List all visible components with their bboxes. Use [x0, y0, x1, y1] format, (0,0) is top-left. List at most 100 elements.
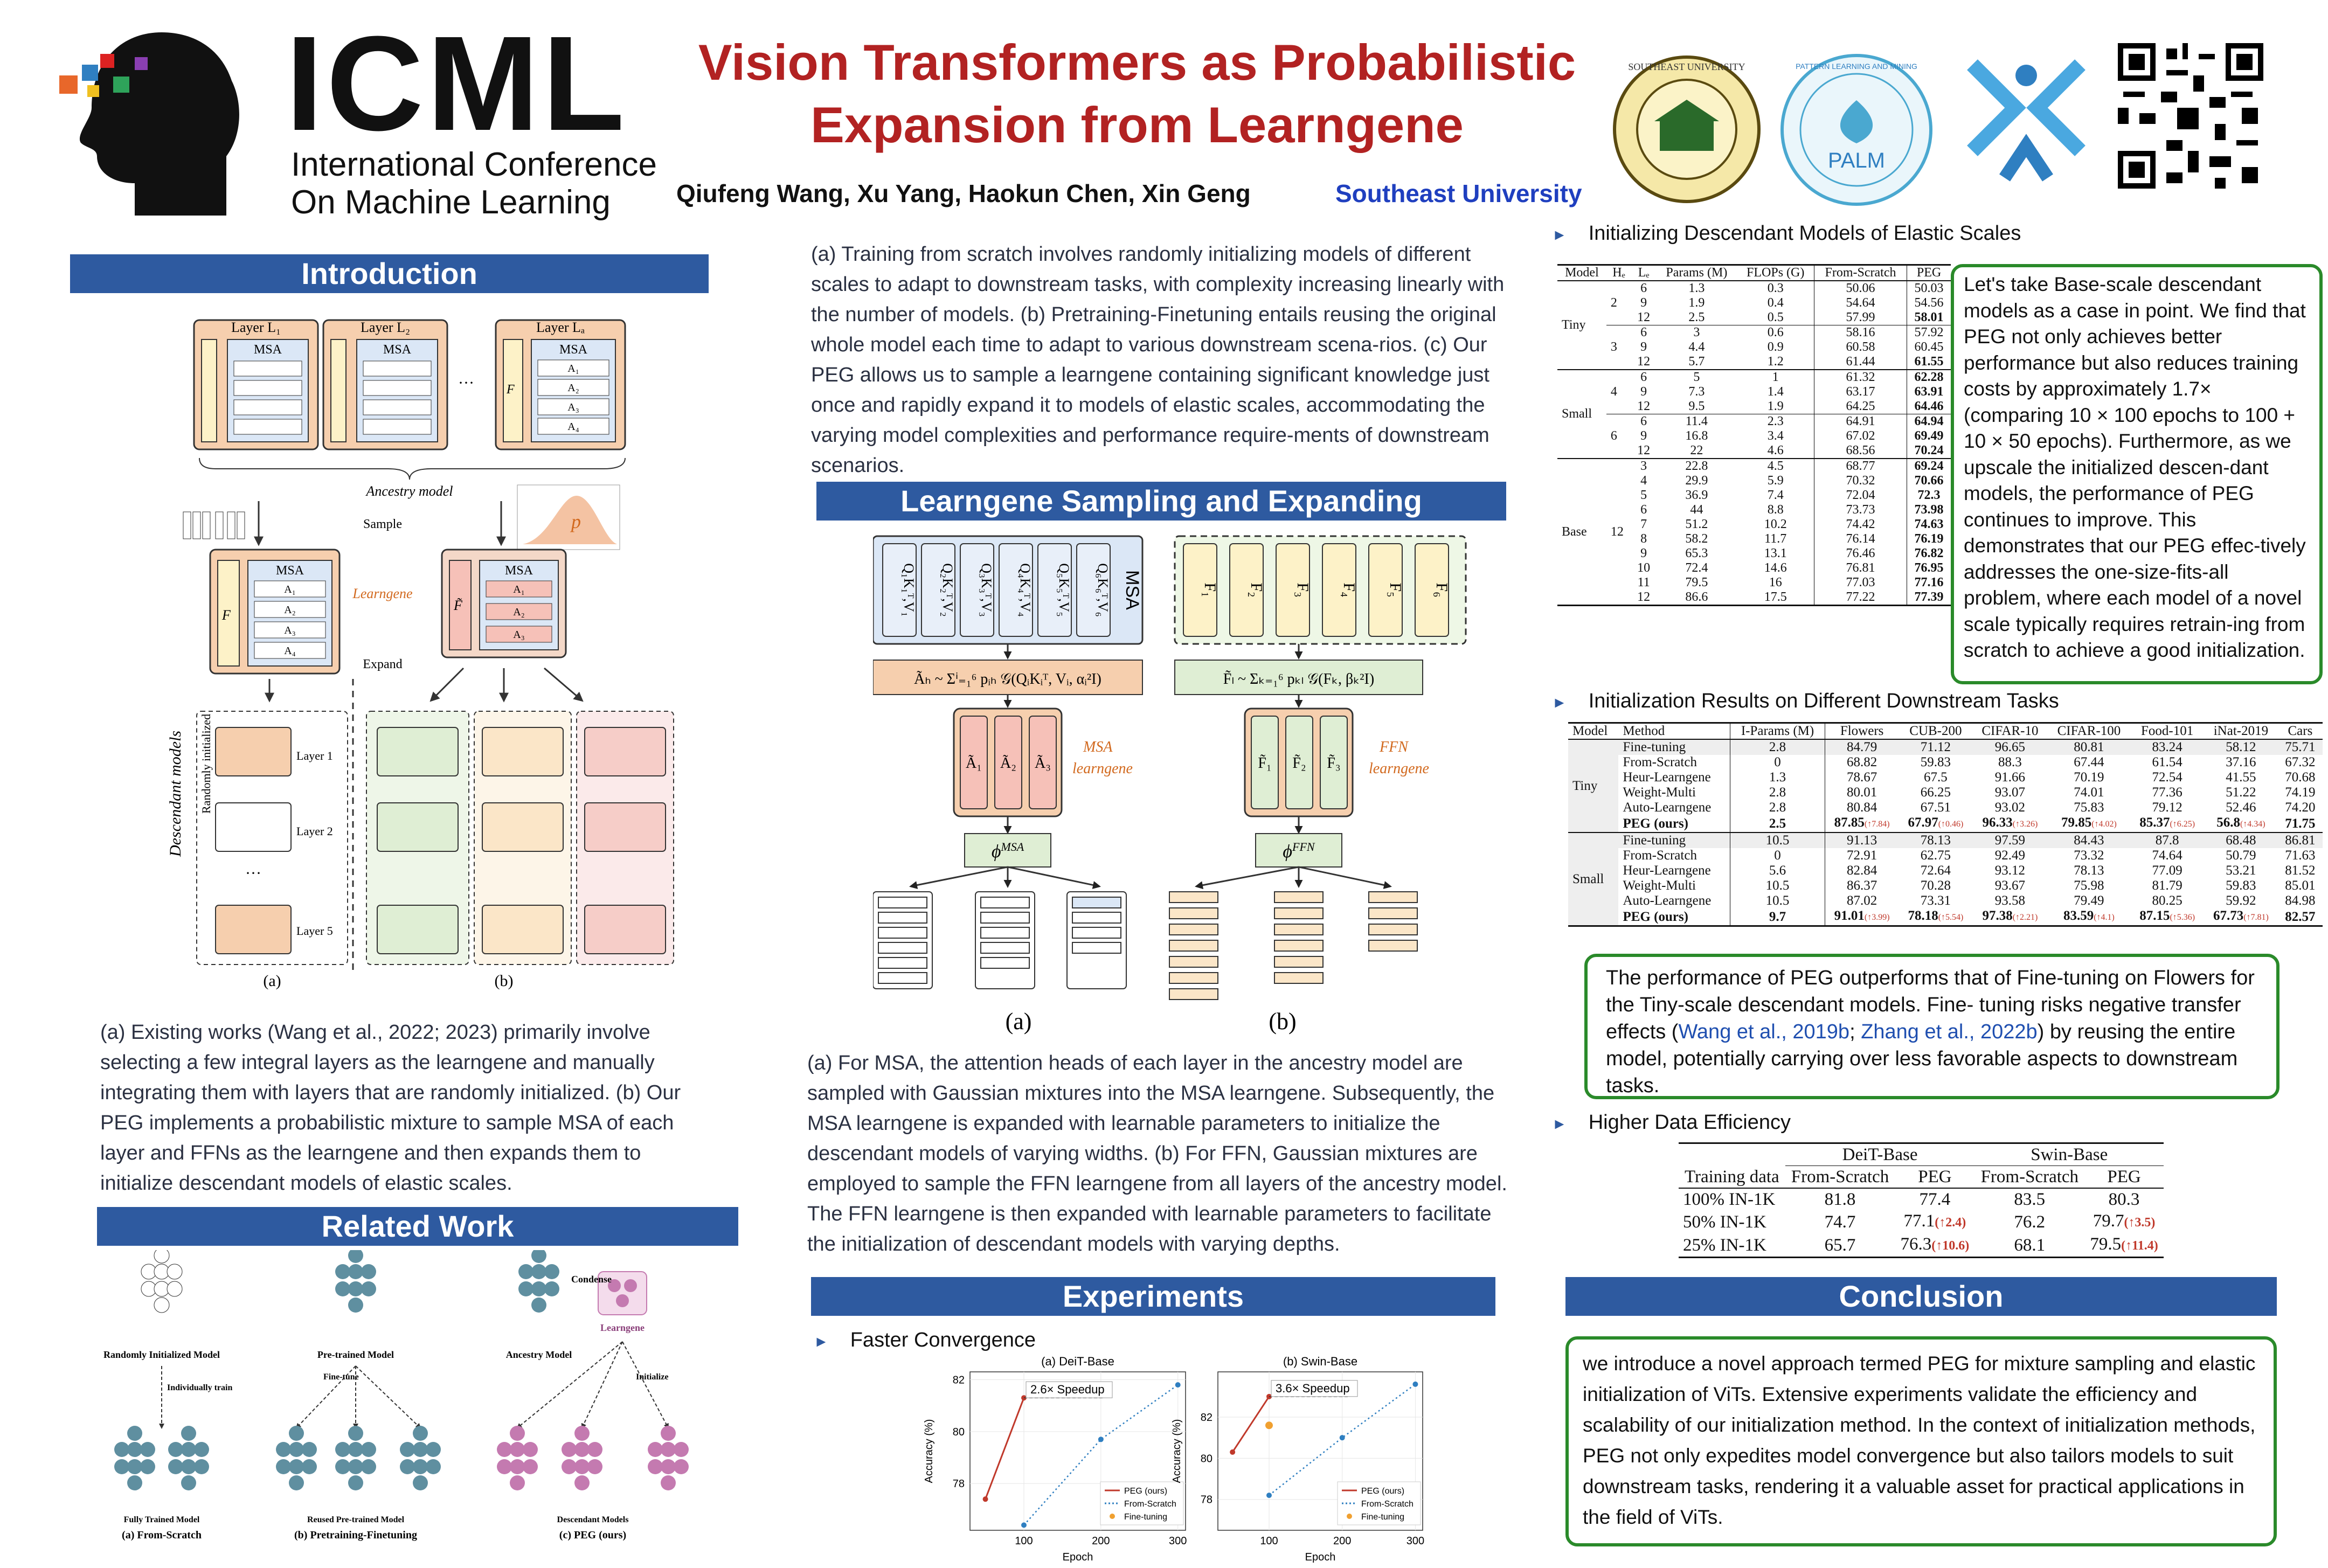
msa-learngene-label: Ã₁ — [966, 755, 982, 772]
table-cell: 87.85(↑7.84) — [1824, 815, 1899, 832]
x-tick-label: 200 — [1092, 1535, 1110, 1547]
table-cell: 79.85(↑4.02) — [2048, 815, 2131, 832]
table-cell: 92.49 — [1994, 848, 2026, 863]
table-cell: 54.64 — [1813, 296, 1907, 310]
table-cell: 61.55 — [1907, 355, 1951, 370]
peg-value: 82.57 — [2285, 909, 2316, 924]
table-cell: 76.19 — [1907, 532, 1951, 546]
seu-seal-icon: SOUTHEAST UNIVERSITY — [1613, 55, 1761, 203]
table-cell: 8 — [1640, 532, 1647, 546]
svg-text:(b) Pretraining-Finetuning: (b) Pretraining-Finetuning — [294, 1529, 417, 1541]
model-cell: Tiny — [1572, 778, 1598, 793]
svg-text:(b): (b) — [495, 972, 514, 990]
experiments-heading: Experiments — [811, 1277, 1495, 1316]
table-cell: 2.5 — [1688, 310, 1705, 324]
table-cell: 58.12 — [2226, 740, 2256, 754]
table-cell: 11 — [1637, 575, 1650, 589]
model-cell: Tiny — [1562, 318, 1586, 332]
table-cell: 80.25 — [2152, 893, 2182, 908]
ffn-learngene-block — [1251, 716, 1279, 809]
table-cell: 0.5 — [1767, 310, 1784, 324]
qr-code[interactable] — [2112, 38, 2269, 194]
table-cell: 9.7 — [1730, 908, 1825, 926]
citation-zhang[interactable]: Zhang et al., 2022b — [1861, 1021, 2038, 1043]
table-cell: 10.2 — [1764, 517, 1787, 531]
table-cell: 53.21 — [2226, 863, 2256, 878]
svg-text:F: F — [506, 383, 515, 397]
column-header: CUB-200 — [1899, 723, 1973, 740]
svg-text:Layer 1: Layer 1 — [296, 749, 333, 762]
annotation-box — [1271, 1380, 1358, 1397]
table-cell: 77.1(↑2.4) — [1895, 1210, 1974, 1233]
msa-learngene-head — [1029, 716, 1057, 809]
peg-value: 85.37 — [2139, 815, 2170, 830]
table-cell: 10.5 — [1730, 832, 1825, 848]
legend-label: From-Scratch — [1361, 1500, 1414, 1509]
table-cell: Heur-Learngene — [1623, 863, 1711, 878]
table-cell: 57.92 — [1907, 325, 1951, 340]
table-cell: 22 — [1690, 443, 1703, 457]
table-cell: 12 — [1637, 443, 1651, 457]
title-line-2: Expansion from Learngene — [810, 96, 1464, 153]
svg-text:(c) PEG (ours): (c) PEG (ours) — [559, 1529, 626, 1541]
column-header: CIFAR-100 — [2047, 723, 2131, 740]
ffn-token-label: F₁ — [1201, 582, 1219, 597]
tiny-scale-box: The performance of PEG outperforms that … — [1584, 954, 2280, 1099]
table-cell: 2.8 — [1730, 800, 1825, 815]
ffn-learngene-block — [1285, 716, 1313, 809]
cell-value: 77.1 — [1903, 1211, 1935, 1231]
table-cell: 70.66 — [1907, 474, 1951, 488]
svg-text:PALM: PALM — [1828, 149, 1885, 172]
table-cell: 68.77 — [1813, 459, 1907, 474]
svg-text:MSA: MSA — [383, 343, 412, 357]
table-cell: 80.01 — [1824, 785, 1899, 800]
svg-text:Condense: Condense — [571, 1274, 612, 1285]
table-cell: 62.28 — [1907, 370, 1951, 385]
table-cell: 93.67 — [1994, 878, 2026, 893]
table-cell: 71.75 — [2278, 815, 2323, 832]
citation-wang[interactable]: Wang et al., 2019b — [1678, 1021, 1850, 1043]
qr-code-icon — [2112, 38, 2269, 194]
table-cell: 91.01(↑3.99) — [1824, 908, 1899, 926]
msa-head-token — [1037, 543, 1072, 637]
table-cell: 72.3 — [1907, 488, 1951, 503]
table-cell: 2.3 — [1767, 414, 1784, 428]
svg-text:(b): (b) — [1269, 1008, 1296, 1035]
y-axis-label: Accuracy (%) — [923, 1419, 935, 1483]
table-cell: 67.97(↑0.46) — [1899, 815, 1973, 832]
svg-text:A₂: A₂ — [284, 604, 295, 616]
gain-badge: (↑7.81) — [2243, 913, 2269, 922]
data-point — [982, 1496, 988, 1502]
efficiency-title: Higher Data Efficiency — [1588, 1111, 1791, 1134]
ffn-token-label: F₂ — [1248, 582, 1265, 597]
table-cell: 14.6 — [1764, 561, 1787, 575]
gain-badge: (↑3.5) — [2124, 1216, 2156, 1230]
table-cell: 73.98 — [1907, 503, 1951, 517]
x-tick-label: 300 — [1169, 1535, 1187, 1547]
chart-title: (b) Swin-Base — [1283, 1355, 1357, 1368]
table-cell: 4.5 — [1767, 459, 1784, 473]
table-cell: 41.55 — [2226, 770, 2256, 785]
y-tick-label: 80 — [1201, 1453, 1212, 1465]
legend-label: Fine-tuning — [1361, 1513, 1404, 1522]
table-cell: 5.7 — [1688, 355, 1705, 369]
svg-text:Layer 2: Layer 2 — [296, 824, 333, 838]
table-cell: 5.9 — [1767, 474, 1784, 488]
peg-value: 67.73 — [2213, 908, 2244, 923]
table-cell: 70.68 — [2285, 770, 2316, 785]
column-group-header: DeiT-Base — [1785, 1143, 1975, 1166]
table-cell: 68.48 — [2226, 833, 2256, 848]
annotation-box — [1026, 1381, 1113, 1398]
svg-text:learngene: learngene — [1072, 760, 1133, 777]
speedup-annotation: 3.6× Speedup — [1271, 1380, 1358, 1397]
table-cell: 10 — [1637, 561, 1651, 575]
data-point — [1266, 1493, 1272, 1498]
series-line — [985, 1397, 1025, 1500]
